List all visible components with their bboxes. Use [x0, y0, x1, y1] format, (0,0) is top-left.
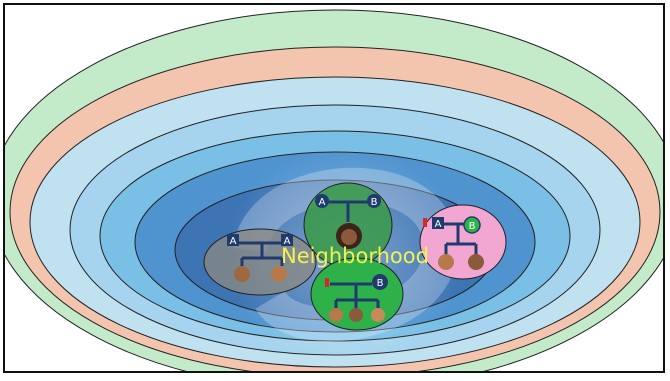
- node-a-square-icon: [281, 234, 293, 246]
- child-face-icon: [234, 266, 250, 282]
- child-face-icon: [329, 308, 343, 322]
- child-face-icon: [438, 254, 454, 270]
- node-b-label: B: [371, 197, 378, 208]
- node-b-circle-icon: [367, 194, 381, 208]
- family-group-right: A B: [419, 204, 507, 280]
- node-b-circle-icon: [372, 274, 388, 290]
- family-group-top: A B: [303, 182, 393, 268]
- node-a-circle-icon: [315, 194, 329, 208]
- center-label: Neighborhood: [281, 244, 429, 268]
- node-b-label: B: [469, 221, 476, 232]
- node-b-circle-icon: [463, 216, 481, 234]
- node-b-label: B: [377, 278, 384, 289]
- node-a-square-icon: [227, 234, 239, 246]
- marker-red-icon: [325, 278, 329, 287]
- family-group-bottom: B: [310, 257, 404, 331]
- node-a-label: A: [435, 219, 442, 230]
- child-face-icon: [468, 254, 484, 270]
- child-face-icon: [271, 266, 287, 282]
- marker-red-icon: [423, 218, 427, 227]
- child-face-icon: [371, 308, 385, 322]
- node-a-square-icon: [432, 217, 444, 229]
- node-a-label: A: [284, 236, 291, 247]
- node-a-label: A: [230, 236, 237, 247]
- node-a-label: A: [319, 197, 326, 208]
- family-group-left: A A: [203, 228, 317, 296]
- child-face-icon: [349, 308, 363, 322]
- diagram-frame: [3, 3, 665, 373]
